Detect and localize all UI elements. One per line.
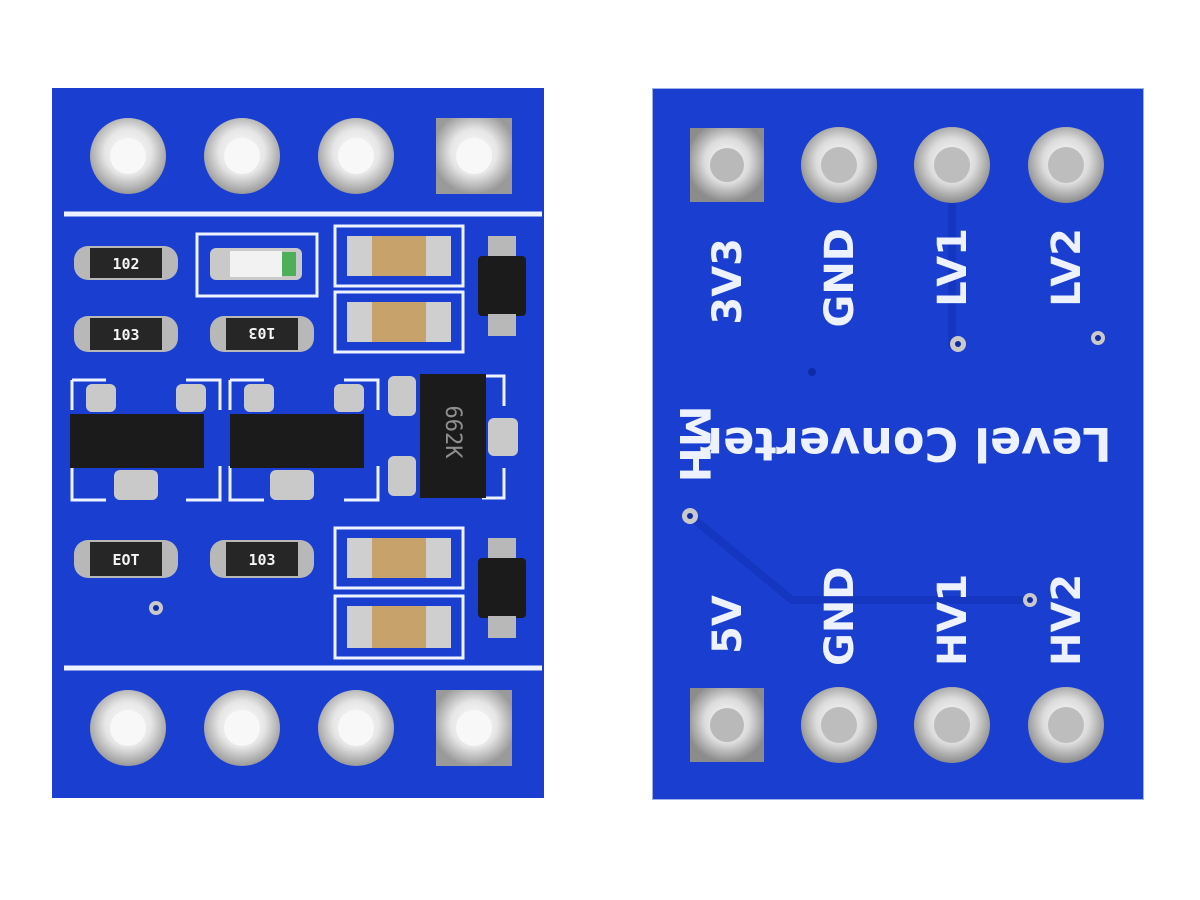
capacitor-c4 [333, 594, 465, 660]
via [1027, 597, 1033, 603]
resistor-r5: 103 [210, 540, 314, 578]
back-pad-hole [1048, 707, 1084, 743]
resistor-r1: 102 [74, 246, 178, 280]
via [1095, 335, 1101, 341]
front-bottom-pin-row [90, 690, 512, 766]
pin-label-3v3: 3V3 [705, 238, 751, 325]
pin-label-hv1: HV1 [930, 574, 976, 666]
pin-label-lv2: LV2 [1044, 228, 1090, 307]
diode-d1 [478, 236, 526, 336]
back-bottom-pin-row [690, 687, 1104, 763]
board-title: Level Converter [700, 417, 1112, 471]
front-pad-hole [456, 138, 492, 174]
front-top-pin-row [90, 118, 512, 194]
mosfet-q1 [70, 378, 222, 502]
back-pad-hole [821, 147, 857, 183]
pin-label-hv2: HV2 [1044, 574, 1090, 666]
resistor-r3: 103 [210, 316, 314, 352]
front-pad-hole [338, 710, 374, 746]
front-pad-hole [110, 138, 146, 174]
resistor-r5-code: 103 [248, 551, 275, 569]
back-pad-hole [710, 148, 744, 182]
front-pad-hole [110, 710, 146, 746]
front-pad-hole [224, 710, 260, 746]
back-pad-hole [1048, 147, 1084, 183]
pin-label-gnd-top: GND [817, 228, 863, 328]
regulator-chip-code: 662K [440, 406, 465, 460]
via [955, 341, 961, 347]
led [195, 232, 319, 298]
via [687, 513, 693, 519]
pcb-back-substrate [652, 88, 1144, 800]
via [153, 605, 159, 611]
front-pad-hole [456, 710, 492, 746]
back-pad-hole [934, 147, 970, 183]
front-pad-hole [224, 138, 260, 174]
trace-hv [687, 512, 1030, 604]
pcb-back: 3V3 GND LV1 LV2 MH Level Converter 5V GN… [652, 88, 1144, 800]
pin-label-5v: 5V [705, 595, 751, 654]
pin-label-lv1: LV1 [930, 228, 976, 307]
capacitor-c3 [333, 526, 465, 590]
capacitor-c2 [333, 290, 465, 354]
back-pad-hole [821, 707, 857, 743]
resistor-r2-code: 103 [112, 326, 139, 344]
back-pad-hole [934, 707, 970, 743]
pcb-front: 102 103 103 [52, 88, 544, 798]
brand-logo: MH [670, 406, 719, 483]
front-pad-hole [338, 138, 374, 174]
resistor-r4: EOT [74, 540, 178, 578]
resistor-r1-code: 102 [112, 255, 139, 273]
resistor-r2: 103 [74, 316, 178, 352]
back-pad-hole [710, 708, 744, 742]
resistor-r3-code: 103 [248, 324, 275, 342]
mosfet-q2 [228, 378, 380, 502]
pin-label-gnd-bottom: GND [817, 566, 863, 666]
diode-d2 [478, 538, 526, 638]
back-top-pin-row [690, 127, 1104, 203]
via [808, 368, 816, 376]
resistor-r4-code: EOT [112, 551, 139, 569]
regulator-chip: 662K [388, 374, 518, 500]
capacitor-c1 [333, 224, 465, 288]
